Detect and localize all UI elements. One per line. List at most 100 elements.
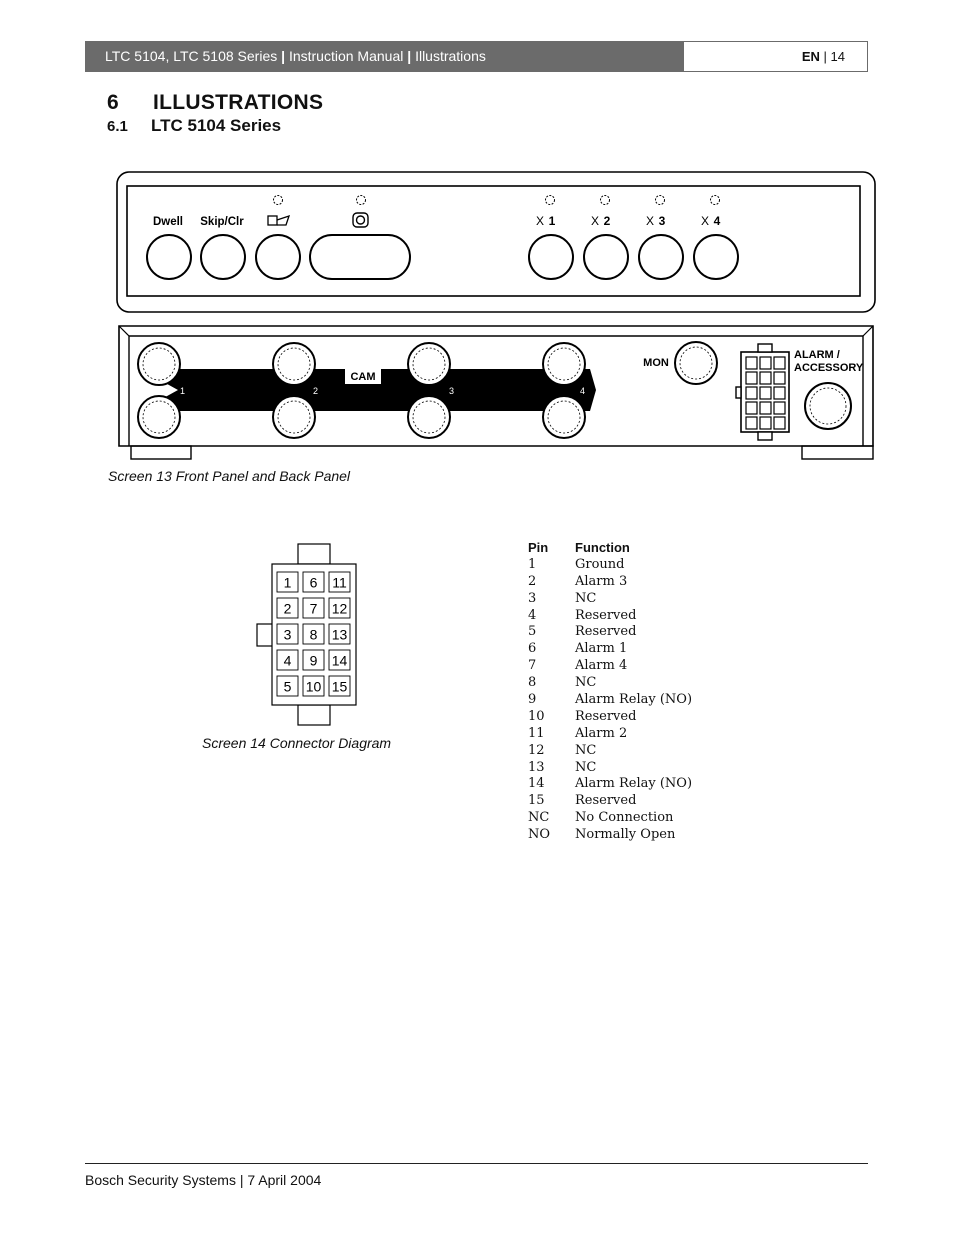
header-page-info: EN | 14 xyxy=(683,41,868,72)
subsection-heading: 6.1 LTC 5104 Series xyxy=(107,116,281,136)
connector-pin: 14 xyxy=(328,649,351,671)
table-row: 11 Alarm 2 xyxy=(528,726,692,743)
skip-clear-label: Skip/Clr xyxy=(200,216,244,228)
alarm-connector-icon xyxy=(735,343,790,441)
subsection-title: LTC 5104 Series xyxy=(151,116,282,135)
table-row: 12 NC xyxy=(528,743,692,760)
pin-number: 1 xyxy=(528,556,537,572)
pin-function: NC xyxy=(575,742,597,758)
accessory-label: ACCESSORY xyxy=(794,362,864,374)
connector-pin-label: 2 xyxy=(284,601,292,617)
table-row: 5 Reserved xyxy=(528,624,692,641)
page-header: LTC 5104, LTC 5108 Series | Instruction … xyxy=(85,41,868,72)
connector-pin: 12 xyxy=(328,597,351,619)
footer-rule xyxy=(85,1163,868,1164)
pin-function: Reserved xyxy=(575,793,637,809)
section-number: 6 xyxy=(107,91,119,114)
connector-pin: 6 xyxy=(302,571,325,593)
connector-pin: 13 xyxy=(328,623,351,645)
x4-label: X xyxy=(701,214,709,228)
connector-pin-label: 13 xyxy=(332,627,348,643)
pin-column-header: Pin xyxy=(528,540,549,555)
pin-number: 10 xyxy=(528,708,545,724)
pin-function: Alarm 4 xyxy=(575,658,628,674)
pin-function: Reserved xyxy=(575,624,637,640)
pin-number: 7 xyxy=(528,658,537,674)
header-language: EN xyxy=(801,49,820,64)
pin-number: 13 xyxy=(528,759,545,775)
alarm-label: ALARM / xyxy=(794,349,840,361)
pin-function: Alarm Relay (NO) xyxy=(575,692,693,708)
pin-number: 3 xyxy=(528,590,537,606)
cam-number-4: 4 xyxy=(580,386,585,396)
pin-function: Alarm 2 xyxy=(575,725,628,741)
header-section: Illustrations xyxy=(415,48,486,64)
connector-pin-label: 15 xyxy=(332,679,348,695)
table-row: 13 NC xyxy=(528,760,692,777)
pin-number: 5 xyxy=(528,624,537,640)
connector-pin: 8 xyxy=(302,623,325,645)
cam-label: CAM xyxy=(350,371,375,383)
section-title: ILLUSTRATIONS xyxy=(153,91,324,114)
pin-function: Ground xyxy=(575,556,625,572)
table-row: 1 Ground xyxy=(528,557,692,574)
pin-function: Reserved xyxy=(575,708,637,724)
connector-pin-label: 5 xyxy=(284,679,292,695)
pin-function: NC xyxy=(575,590,597,606)
x2-number: 2 xyxy=(604,214,611,228)
header-page-number: 14 xyxy=(830,49,845,64)
pin-function: NC xyxy=(575,759,597,775)
pin-function: No Connection xyxy=(575,810,674,826)
pin-number: 12 xyxy=(528,742,545,758)
x2-label: X xyxy=(591,214,599,228)
connector-pin: 4 xyxy=(276,649,299,671)
pin-number: NC xyxy=(528,810,550,826)
connector-pin-label: 8 xyxy=(310,627,318,643)
header-manual: Instruction Manual xyxy=(288,48,404,64)
back-panel-illustration: 1 2 3 4 CAM MON ALARM / ACCESSORY xyxy=(118,325,874,460)
x4-number: 4 xyxy=(714,214,721,228)
connector-pin: 15 xyxy=(328,675,351,697)
header-separator: | xyxy=(281,48,286,64)
section-heading: 6 ILLUSTRATIONS xyxy=(107,91,323,115)
x1-label: X xyxy=(536,214,544,228)
pin-number: NO xyxy=(528,827,551,843)
front-panel-illustration: Dwell Skip/Clr X 1 X 2 X 3 X 4 xyxy=(116,171,876,313)
connector-pin-label: 6 xyxy=(310,575,318,591)
connector-pin: 2 xyxy=(276,597,299,619)
table-row: NC No Connection xyxy=(528,810,692,827)
function-column-header: Function xyxy=(575,540,630,555)
pin-function: Alarm Relay (NO) xyxy=(575,776,693,792)
connector-pin-label: 3 xyxy=(284,627,292,643)
connector-pin-label: 7 xyxy=(310,601,318,617)
table-row: 14 Alarm Relay (NO) xyxy=(528,776,692,793)
pin-number: 8 xyxy=(528,675,537,691)
caption-connector: Screen 14 Connector Diagram xyxy=(202,735,392,751)
connector-pin: 9 xyxy=(302,649,325,671)
header-product: LTC 5104, LTC 5108 Series xyxy=(105,48,278,64)
pin-number: 11 xyxy=(528,725,545,741)
connector-pin: 11 xyxy=(328,571,351,593)
mon-label: MON xyxy=(643,357,669,369)
connector-pin-label: 9 xyxy=(310,653,318,669)
connector-pin: 10 xyxy=(302,675,325,697)
connector-pin-label: 11 xyxy=(332,575,347,591)
caption-panels: Screen 13 Front Panel and Back Panel xyxy=(108,468,351,484)
subsection-number: 6.1 xyxy=(107,118,128,135)
connector-pin-label: 4 xyxy=(284,653,292,669)
connector-pin-label: 12 xyxy=(332,601,348,617)
freeze-icon xyxy=(267,214,291,226)
pin-number: 14 xyxy=(528,776,545,792)
x3-label: X xyxy=(646,214,654,228)
connector-pin-label: 14 xyxy=(332,653,348,669)
pin-table-header: Pin Function xyxy=(528,540,692,557)
cam-number-2: 2 xyxy=(313,386,318,396)
